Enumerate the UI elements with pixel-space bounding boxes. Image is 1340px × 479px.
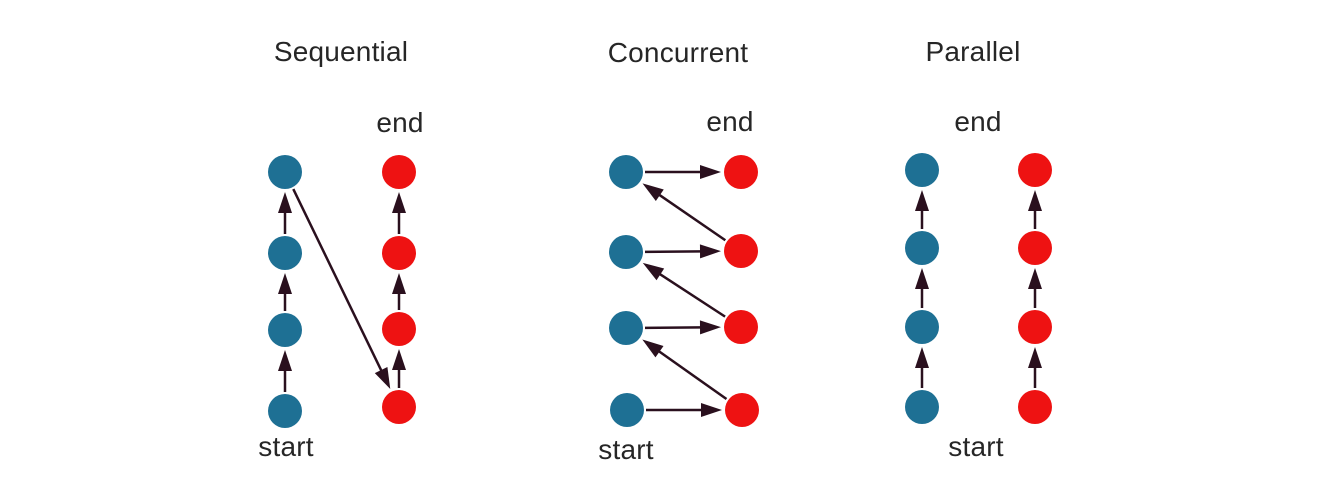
arrow-parallel-b3-b2 [915,268,929,308]
node-parallel-r2 [1018,231,1052,265]
arrow-sequential-r3-r2 [392,273,406,310]
node-concurrent-b1 [609,155,643,189]
node-concurrent-r1 [724,155,758,189]
sequential-start-label: start [258,431,314,462]
node-concurrent-b2 [609,235,643,269]
arrow-concurrent-b1-r1 [645,165,721,179]
node-parallel-b1 [905,153,939,187]
arrow-concurrent-b3-r3 [644,320,722,335]
node-concurrent-r4 [725,393,759,427]
panel-title-sequential: Sequential [273,36,409,67]
node-concurrent-r2 [724,234,758,268]
arrow-sequential-b3-b2 [278,273,292,311]
node-parallel-b4 [905,390,939,424]
panel-title-parallel: Parallel [925,36,1021,67]
node-sequential-r1 [382,155,416,189]
arrow-sequential-r4-r3 [392,349,406,388]
concurrent-start-label: start [598,434,654,465]
arrow-parallel-r3-r2 [1028,268,1042,308]
arrow-sequential-b2-b1 [278,192,292,234]
node-sequential-b3 [268,313,302,347]
arrow-concurrent-b4-r4 [646,403,722,417]
node-parallel-r4 [1018,390,1052,424]
node-concurrent-b4 [610,393,644,427]
node-sequential-b1 [268,155,302,189]
node-sequential-r3 [382,312,416,346]
arrow-concurrent-r4-b3 [642,339,728,401]
arrow-concurrent-b2-r2 [644,244,722,259]
node-concurrent-r3 [724,310,758,344]
node-sequential-b2 [268,236,302,270]
arrow-parallel-r2-r1 [1028,190,1042,229]
arrow-sequential-b1-r4 [292,188,391,390]
node-sequential-r2 [382,236,416,270]
parallel-end-label: end [954,106,1002,137]
panel-title-concurrent: Concurrent [607,37,749,68]
arrow-concurrent-r3-b2 [642,262,726,318]
arrow-concurrent-r2-b1 [642,183,727,242]
node-parallel-b2 [905,231,939,265]
arrow-parallel-b2-b1 [915,190,929,229]
node-parallel-b3 [905,310,939,344]
arrow-parallel-b4-b3 [915,347,929,388]
arrow-sequential-b4-b3 [278,350,292,392]
concurrent-end-label: end [706,106,754,137]
node-sequential-r4 [382,390,416,424]
sequential-end-label: end [376,107,424,138]
node-parallel-r1 [1018,153,1052,187]
node-concurrent-b3 [609,311,643,345]
node-sequential-b4 [268,394,302,428]
arrow-sequential-r2-r1 [392,192,406,234]
arrow-parallel-r4-r3 [1028,347,1042,388]
parallel-start-label: start [948,431,1004,462]
node-parallel-r3 [1018,310,1052,344]
